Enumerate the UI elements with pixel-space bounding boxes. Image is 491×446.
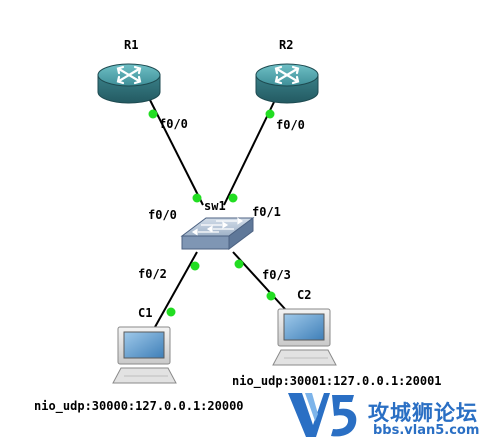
watermark-url: bbs.vlan5.com bbox=[373, 423, 480, 438]
pc-c1[interactable] bbox=[112, 326, 177, 384]
interface-label-sw-f02: f0/2 bbox=[138, 267, 167, 281]
interface-label-r1-f00: f0/0 bbox=[159, 117, 188, 131]
interface-label-sw-f03: f0/3 bbox=[262, 268, 291, 282]
router-arrows-icon bbox=[274, 65, 300, 85]
pc-c2[interactable] bbox=[272, 308, 337, 366]
v5-logo-icon bbox=[288, 393, 357, 437]
node-label-r1: R1 bbox=[124, 38, 139, 52]
link-status-dots bbox=[148, 109, 276, 317]
link-up-dot bbox=[234, 259, 244, 269]
interface-label-sw-f01: f0/1 bbox=[252, 205, 281, 219]
router-r2[interactable] bbox=[255, 63, 319, 104]
switch-sw1[interactable] bbox=[180, 217, 255, 250]
node-label-c1: C1 bbox=[138, 306, 153, 320]
switch-arrows-icon bbox=[191, 217, 244, 236]
interface-label-sw-f00: f0/0 bbox=[148, 208, 177, 222]
link-up-dot bbox=[166, 307, 176, 317]
interface-label-r2-f00: f0/0 bbox=[276, 118, 305, 132]
link-sw1-c1[interactable] bbox=[154, 251, 198, 328]
link-up-dot bbox=[265, 109, 275, 119]
pc-screen-icon bbox=[123, 331, 165, 359]
link-up-dot bbox=[192, 193, 202, 203]
pc-screen-icon bbox=[283, 313, 325, 341]
node-label-c2: C2 bbox=[297, 288, 312, 302]
node-label-sw1: sw1 bbox=[204, 199, 226, 213]
router-arrows-icon bbox=[116, 65, 142, 85]
link-r2-sw1[interactable] bbox=[223, 99, 276, 206]
nio-label-c2: nio_udp:30001:127.0.0.1:20001 bbox=[232, 374, 442, 388]
link-up-dot bbox=[148, 109, 158, 119]
nio-label-c1: nio_udp:30000:127.0.0.1:20000 bbox=[34, 399, 244, 413]
link-up-dot bbox=[228, 193, 238, 203]
link-r1-sw1[interactable] bbox=[149, 99, 204, 206]
link-up-dot bbox=[190, 261, 200, 271]
node-label-r2: R2 bbox=[279, 38, 294, 52]
watermark-brand: 攻城狮论坛 bbox=[368, 401, 478, 425]
router-r1[interactable] bbox=[97, 63, 161, 104]
link-up-dot bbox=[266, 291, 276, 301]
